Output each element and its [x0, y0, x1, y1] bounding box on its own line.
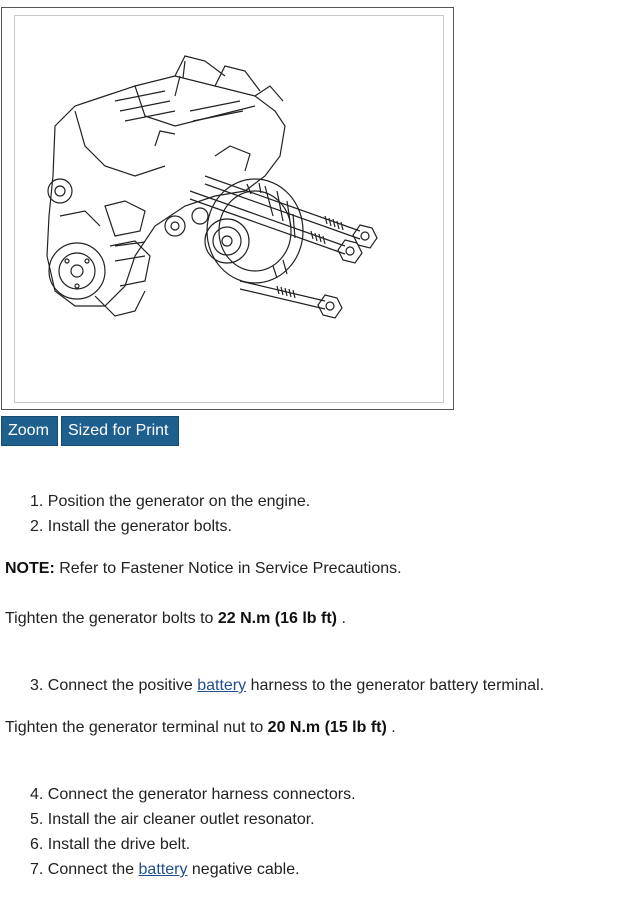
- step-text-after: negative cable.: [187, 861, 300, 878]
- engine-drawing: [46, 55, 378, 319]
- torque-prefix: Tighten the generator bolts to: [5, 610, 218, 627]
- torque-prefix: Tighten the generator terminal nut to: [5, 719, 268, 736]
- step-number: 3.: [30, 677, 44, 694]
- step-text: Install the air cleaner outlet resonator…: [47, 811, 315, 828]
- torque-spec-terminal: Tighten the generator terminal nut to 20…: [5, 719, 396, 737]
- list-item: 3. Connect the positive battery harness …: [30, 677, 544, 695]
- list-item: 2. Install the generator bolts.: [30, 518, 232, 536]
- torque-suffix: .: [386, 719, 396, 736]
- figure-frame: [1, 7, 454, 410]
- step-number: 5.: [30, 811, 44, 828]
- generator-illustration: [14, 15, 444, 403]
- torque-suffix: .: [337, 610, 346, 627]
- sized-for-print-button[interactable]: Sized for Print: [61, 416, 179, 446]
- note-paragraph: NOTE: Refer to Fastener Notice in Servic…: [5, 560, 402, 578]
- step-number: 4.: [30, 786, 44, 803]
- step-text: Position the generator on the engine.: [47, 493, 311, 510]
- step-text: Connect the generator harness connectors…: [47, 786, 356, 803]
- list-item: 4. Connect the generator harness connect…: [30, 786, 356, 804]
- step-text-before: Connect the positive: [47, 677, 198, 694]
- note-label: NOTE:: [5, 560, 55, 577]
- step-text: Install the drive belt.: [47, 836, 191, 853]
- zoom-button[interactable]: Zoom: [1, 416, 58, 446]
- torque-spec-bolts: Tighten the generator bolts to 22 N.m (1…: [5, 610, 346, 628]
- step-number: 2.: [30, 518, 44, 535]
- step-text: Install the generator bolts.: [47, 518, 232, 535]
- step-number: 6.: [30, 836, 44, 853]
- list-item: 5. Install the air cleaner outlet resona…: [30, 811, 315, 829]
- step-text-before: Connect the: [47, 861, 139, 878]
- list-item: 1. Position the generator on the engine.: [30, 493, 310, 511]
- list-item: 6. Install the drive belt.: [30, 836, 190, 854]
- battery-link[interactable]: battery: [197, 677, 247, 694]
- step-number: 1.: [30, 493, 44, 510]
- list-item: 7. Connect the battery negative cable.: [30, 861, 300, 879]
- torque-value: 20 N.m (15 lb ft): [267, 719, 387, 736]
- step-text-after: harness to the generator battery termina…: [246, 677, 545, 694]
- battery-link[interactable]: battery: [138, 861, 188, 878]
- step-number: 7.: [30, 861, 44, 878]
- note-text: Refer to Fastener Notice in Service Prec…: [54, 560, 402, 577]
- torque-value: 22 N.m (16 lb ft): [217, 610, 338, 627]
